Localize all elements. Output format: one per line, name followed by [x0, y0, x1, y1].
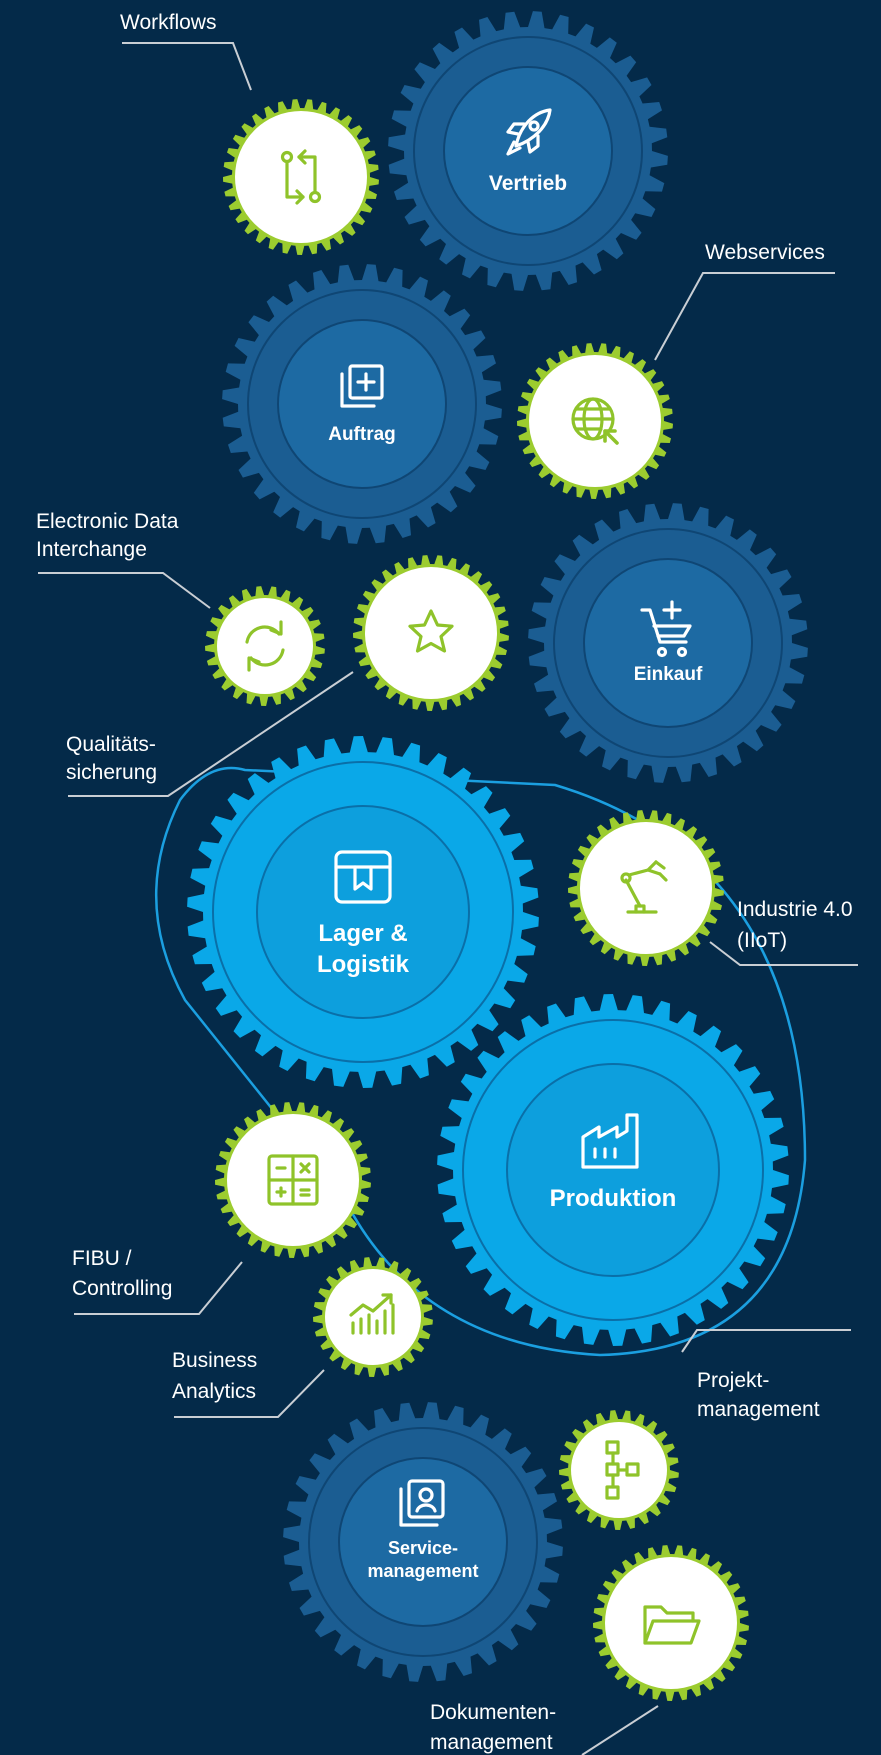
callout-workflows: Workflows	[120, 11, 216, 34]
folder-icon	[643, 1605, 701, 1645]
gear-webservices-face	[529, 355, 661, 487]
module-label-produktion: Produktion	[550, 1185, 677, 1212]
quality-leader	[68, 671, 354, 797]
gear-produktion-outer-ring	[462, 1019, 764, 1321]
hierarchy-icon	[605, 1440, 640, 1500]
workflows-leader	[122, 42, 252, 91]
callout-dokumente-1: Dokumenten-	[430, 1701, 556, 1724]
module-icons	[334, 108, 692, 1527]
gear-analytics	[313, 1257, 433, 1377]
robot-arm-icon	[620, 860, 668, 914]
gear-analytics-face	[325, 1269, 421, 1365]
dokumente-leader	[581, 1705, 659, 1755]
gear-vertrieb-hub	[443, 66, 613, 236]
gear-einkauf-outer-ring	[553, 528, 783, 758]
callout-projekt-1: Projekt-	[697, 1369, 769, 1392]
callout-edi-2: Interchange	[36, 538, 147, 561]
gear-dokumente-face	[605, 1557, 737, 1689]
analytics-leader	[174, 1369, 325, 1418]
callout-analytics-1: Business	[172, 1349, 257, 1372]
cart-add-icon	[640, 600, 692, 658]
gear-lager	[187, 736, 539, 1088]
callout-industrie-2: (IIoT)	[737, 929, 787, 952]
chart-icon	[349, 1293, 395, 1335]
module-label-vertrieb: Vertrieb	[489, 172, 567, 195]
gear-edi-face	[217, 598, 313, 694]
module-label-service-2: management	[367, 1561, 478, 1581]
gear-edi	[205, 586, 325, 706]
callout-labels: Workflows Webservices Electronic Data In…	[36, 11, 853, 1754]
module-gears	[187, 11, 808, 1682]
add-document-icon	[340, 364, 384, 408]
module-labels: Vertrieb Auftrag Einkauf Lager & Logisti…	[317, 172, 703, 1581]
callout-industrie-1: Industrie 4.0	[737, 898, 853, 921]
callout-quality-1: Qualitäts-	[66, 733, 156, 756]
calculator-icon	[267, 1154, 319, 1206]
gear-auftrag-outer-ring	[247, 289, 477, 519]
workflow-icon	[280, 149, 322, 205]
callout-quality-2: sicherung	[66, 761, 157, 784]
callout-webservices: Webservices	[705, 241, 825, 264]
gear-workflows-face	[235, 111, 367, 243]
gear-produktion-hub	[506, 1063, 720, 1277]
id-card-icon	[399, 1479, 445, 1527]
fibu-leader	[74, 1261, 243, 1315]
gear-quality	[353, 555, 509, 711]
gear-industrie	[568, 810, 724, 966]
module-label-lager-1: Lager &	[318, 920, 407, 947]
gear-dokumente	[593, 1545, 749, 1701]
gear-webservices	[517, 343, 673, 499]
callout-projekt-2: management	[697, 1398, 820, 1421]
gear-industrie-face	[580, 822, 712, 954]
feature-icons	[245, 149, 701, 1645]
callout-analytics-2: Analytics	[172, 1380, 256, 1403]
callout-fibu-2: Controlling	[72, 1277, 172, 1300]
callout-fibu-1: FIBU /	[72, 1247, 132, 1270]
module-label-auftrag: Auftrag	[328, 424, 396, 445]
rocket-icon	[506, 108, 552, 156]
gear-auftrag-hub	[277, 319, 447, 489]
gear-workflows	[223, 99, 379, 255]
industrie-leader	[709, 941, 858, 966]
callout-lines	[38, 42, 858, 1755]
callout-dokumente-2: management	[430, 1731, 553, 1754]
callout-edi-1: Electronic Data	[36, 510, 179, 533]
globe-cursor-icon	[571, 397, 619, 445]
gear-service-outer-ring	[308, 1427, 538, 1657]
feature-gears	[205, 99, 749, 1701]
sync-icon	[245, 620, 285, 672]
gear-vertrieb-outer-ring	[413, 36, 643, 266]
gear-lager-outer-ring	[212, 761, 514, 1063]
box-icon	[334, 850, 392, 904]
factory-icon	[581, 1113, 639, 1169]
gear-auftrag	[222, 264, 502, 544]
gear-quality-face	[365, 567, 497, 699]
gear-produktion	[437, 994, 789, 1346]
gear-service	[283, 1402, 563, 1682]
module-label-einkauf: Einkauf	[634, 664, 703, 685]
webservices-leader	[654, 272, 835, 361]
module-label-lager-2: Logistik	[317, 951, 410, 978]
gear-lager-hub	[256, 805, 470, 1019]
edi-leader	[38, 572, 211, 609]
projekt-leader	[681, 1329, 851, 1353]
gear-service-hub	[338, 1457, 508, 1627]
module-label-service-1: Service-	[388, 1538, 458, 1558]
gear-vertrieb	[388, 11, 668, 291]
